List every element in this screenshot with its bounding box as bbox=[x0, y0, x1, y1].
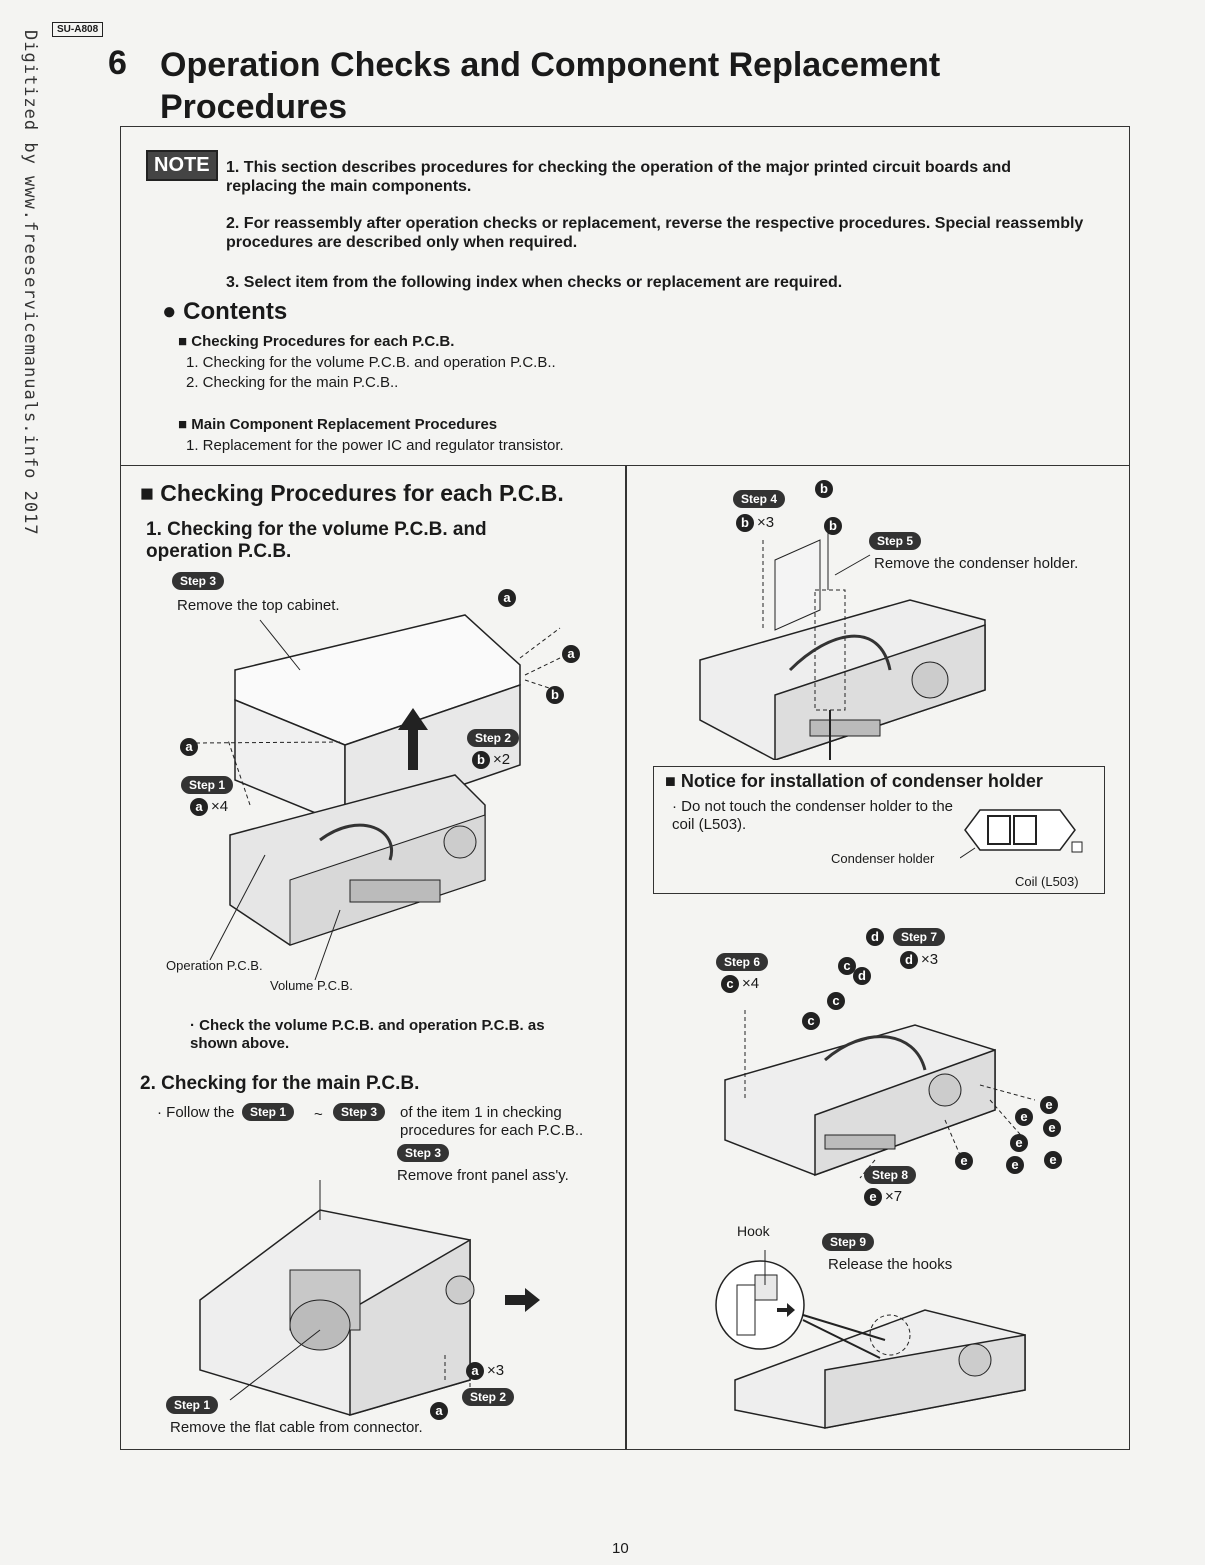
cabinet-illustration bbox=[194, 614, 561, 981]
callout-e: e bbox=[1040, 1096, 1058, 1114]
note-badge: NOTE bbox=[146, 150, 218, 181]
step-badge: Step 5 bbox=[869, 532, 922, 550]
step-badge: Step 1 bbox=[166, 1396, 219, 1414]
callout-b: b bbox=[546, 686, 564, 704]
callout-d: d bbox=[866, 928, 884, 946]
callout-e: e bbox=[1044, 1151, 1062, 1169]
callout-b: b bbox=[736, 514, 754, 532]
callout-c: c bbox=[827, 992, 845, 1010]
step-badge: Step 7 bbox=[893, 928, 946, 946]
column-divider bbox=[625, 466, 627, 1450]
callout-d: d bbox=[900, 951, 918, 969]
notice-title: ■ Notice for installation of condenser h… bbox=[665, 771, 1043, 791]
instruction-text: Release the hooks bbox=[828, 1256, 953, 1273]
step-badge: Step 2 bbox=[462, 1388, 515, 1406]
callout-e: e bbox=[1043, 1119, 1061, 1137]
label-volume-pcb: Volume P.C.B. bbox=[270, 978, 353, 993]
callout-e: e bbox=[1006, 1156, 1024, 1174]
model-tag: SU-A808 bbox=[52, 22, 104, 37]
quantity: ×3 bbox=[487, 1362, 505, 1379]
hook-illustration bbox=[715, 1250, 1026, 1429]
quantity: ×7 bbox=[885, 1188, 903, 1205]
callout-a: a bbox=[190, 798, 208, 816]
condenser-illustration bbox=[699, 520, 986, 760]
callout-a: a bbox=[562, 645, 580, 663]
step-badge: Step 8 bbox=[864, 1166, 917, 1184]
follow-text: of the item 1 in checking procedures for… bbox=[400, 1104, 584, 1139]
note-box bbox=[120, 126, 1130, 466]
coil-diagram bbox=[960, 809, 1083, 859]
contents-group2-title: Main Component Replacement Procedures bbox=[178, 416, 497, 433]
note-item-2: 2. For reassembly after operation checks… bbox=[226, 215, 1084, 251]
main-pcb-illustration bbox=[199, 1180, 540, 1416]
notice-box bbox=[653, 766, 1105, 894]
check-note: · Check the volume P.C.B. and operation … bbox=[190, 1017, 545, 1052]
label-hook: Hook bbox=[737, 1223, 770, 1239]
callout-b: b bbox=[815, 480, 833, 498]
label-condenser-holder: Condenser holder bbox=[831, 851, 935, 866]
step-badge: Step 3 bbox=[333, 1103, 386, 1121]
label-operation-pcb: Operation P.C.B. bbox=[166, 958, 263, 973]
callout-e: e bbox=[955, 1152, 973, 1170]
step-badge: Step 3 bbox=[172, 572, 225, 590]
callout-b: b bbox=[472, 751, 490, 769]
sub-heading-2: 2. Checking for the main P.C.B. bbox=[140, 1073, 420, 1094]
step-badge: Step 2 bbox=[467, 729, 520, 747]
callout-a: a bbox=[180, 738, 198, 756]
quantity: ×3 bbox=[921, 951, 939, 968]
step-badge: Step 4 bbox=[733, 490, 786, 508]
step-badge: Step 1 bbox=[181, 776, 234, 794]
page-number: 10 bbox=[612, 1540, 629, 1557]
contents-item: 1. Checking for the volume P.C.B. and op… bbox=[186, 354, 556, 371]
watermark: Digitized by www.freeservicemanuals.info… bbox=[20, 30, 40, 536]
callout-c: c bbox=[838, 957, 856, 975]
label-coil: Coil (L503) bbox=[1015, 874, 1079, 889]
instruction-text: Remove the top cabinet. bbox=[177, 597, 340, 614]
callout-e: e bbox=[1015, 1108, 1033, 1126]
front-panel-illustration bbox=[724, 1010, 1035, 1179]
checking-heading: ■ Checking Procedures for each P.C.B. bbox=[140, 480, 564, 506]
callout-a: a bbox=[430, 1402, 448, 1420]
callout-d: d bbox=[853, 967, 871, 985]
step-badge: Step 3 bbox=[397, 1144, 450, 1162]
quantity: ×4 bbox=[742, 975, 760, 992]
contents-group1-title: Checking Procedures for each P.C.B. bbox=[178, 333, 454, 350]
contents-item: 2. Checking for the main P.C.B.. bbox=[186, 374, 399, 391]
sub-heading-1: 1. Checking for the volume P.C.B. and op… bbox=[146, 519, 487, 562]
callout-e: e bbox=[864, 1188, 882, 1206]
tilde: ~ bbox=[314, 1106, 323, 1123]
callout-c: c bbox=[802, 1012, 820, 1030]
section-title: Operation Checks and Component Replaceme… bbox=[160, 46, 941, 126]
callout-e: e bbox=[1010, 1134, 1028, 1152]
section-number: 6 bbox=[108, 44, 127, 82]
step-badge: Step 6 bbox=[716, 953, 769, 971]
step-badge: Step 1 bbox=[242, 1103, 295, 1121]
callout-c: c bbox=[721, 975, 739, 993]
quantity: ×4 bbox=[211, 798, 229, 815]
instruction-text: Remove the condenser holder. bbox=[874, 555, 1079, 572]
contents-item: 1. Replacement for the power IC and regu… bbox=[186, 437, 564, 454]
note-item-3: 3. Select item from the following index … bbox=[226, 274, 843, 291]
callout-a: a bbox=[498, 589, 516, 607]
follow-text: · Follow the bbox=[157, 1104, 235, 1121]
notice-text: · Do not touch the condenser holder to t… bbox=[672, 798, 954, 833]
instruction-text: Remove the flat cable from connector. bbox=[170, 1419, 423, 1436]
contents-heading: ● Contents bbox=[162, 298, 288, 325]
quantity: ×2 bbox=[493, 751, 511, 768]
step-badge: Step 9 bbox=[822, 1233, 875, 1251]
note-item-1: 1. This section describes procedures for… bbox=[226, 159, 1012, 195]
instruction-text: Remove front panel ass'y. bbox=[397, 1167, 569, 1184]
callout-a: a bbox=[466, 1362, 484, 1380]
quantity: ×3 bbox=[757, 514, 775, 531]
